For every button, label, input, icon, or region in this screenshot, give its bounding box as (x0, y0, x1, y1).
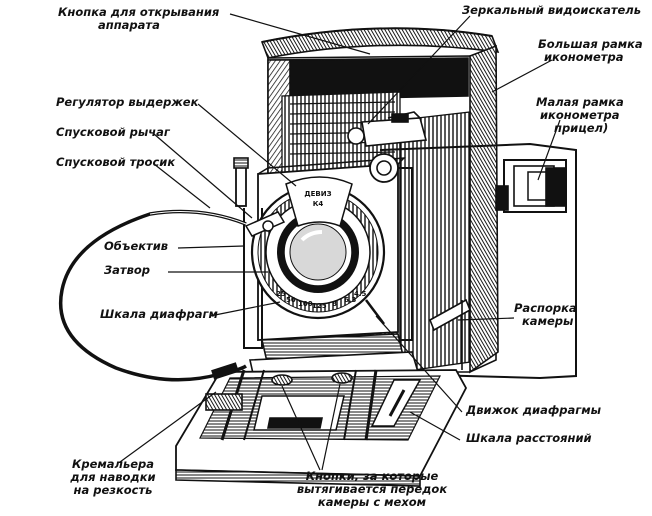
svg-text:100: 100 (298, 300, 313, 308)
svg-text:25: 25 (276, 290, 286, 298)
label-shutter: Затвор (104, 263, 151, 277)
label-lens: Объектив (104, 239, 169, 253)
svg-text:6.3: 6.3 (344, 296, 357, 304)
leader-lines (119, 13, 561, 471)
label-open-button: Кнопка для открывания аппарата (58, 5, 220, 32)
aperture-scale-numbers: 25 50 100 125 8 6.3 4.5 (276, 290, 367, 310)
label-front-buttons: Кнопки, за которые вытягивается передок … (296, 469, 448, 509)
label-rack: Кремальера для наводки на резкость (70, 457, 156, 497)
svg-text:8: 8 (332, 300, 337, 308)
shutter-assembly (244, 176, 386, 325)
svg-text:50: 50 (286, 296, 296, 304)
label-shutter-speed: Регулятор выдержек (56, 95, 199, 109)
label-aperture-scale: Шкала диафрагм (100, 307, 218, 321)
label-small-frame: Малая рамка иконометра прицел) (536, 95, 624, 135)
label-distance-scale: Шкала расстояний (466, 431, 592, 445)
shutter-marking-top: ДЕВИЗ (304, 190, 331, 198)
shutter-marking-top-2: К4 (313, 200, 324, 208)
label-mirror-viewfinder: Зеркальный видоискатель (462, 3, 641, 17)
label-release-lever: Спусковой рычаг (56, 125, 170, 139)
label-large-frame: Большая рамка иконометра (538, 37, 643, 64)
release-cable (59, 209, 247, 382)
label-camera-strut: Распорка камеры (514, 301, 577, 328)
svg-text:4.5: 4.5 (354, 290, 367, 298)
svg-text:125: 125 (312, 302, 327, 310)
label-release-cable: Спусковой тросик (56, 155, 176, 169)
label-aperture-slider: Движок диафрагмы (466, 403, 602, 417)
